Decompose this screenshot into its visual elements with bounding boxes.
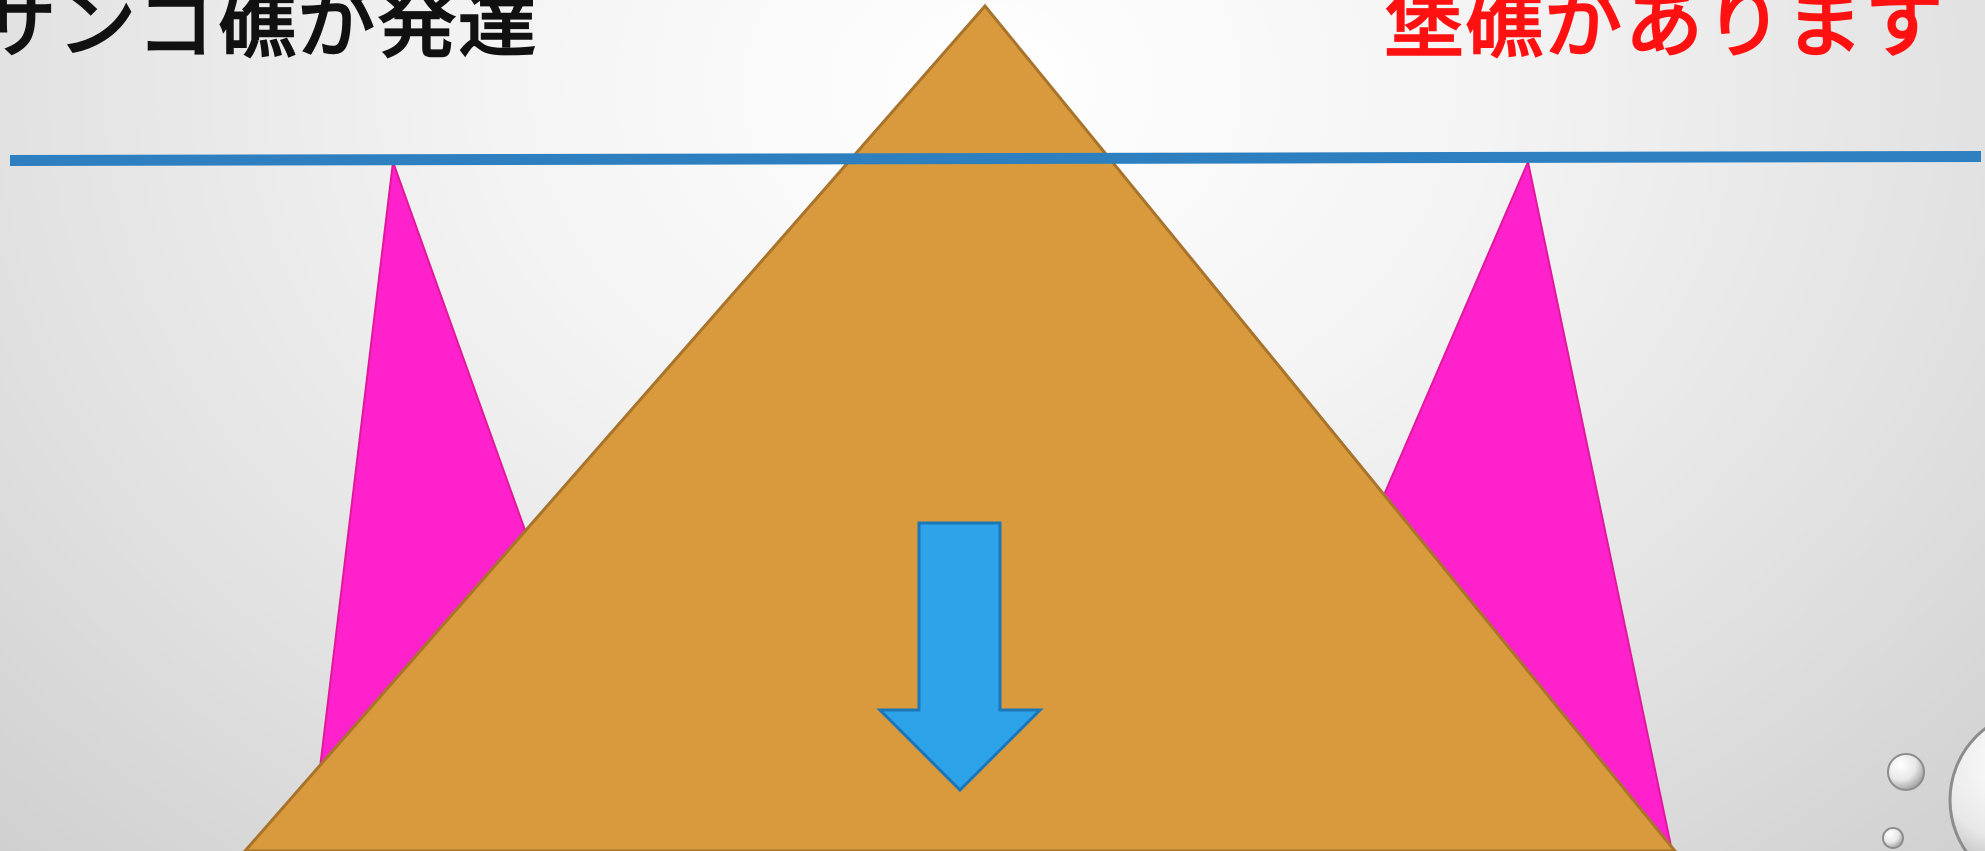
- heading-right: 堡礁があります: [1384, 0, 1945, 69]
- sea-level-line: [10, 151, 1981, 166]
- water-drop-tiny-icon: [1882, 827, 1904, 849]
- heading-left: サンゴ礁が発達: [0, 0, 539, 69]
- water-drop-large-icon: [1948, 726, 1985, 851]
- island-triangle: [243, 3, 1677, 851]
- water-drop-small-icon: [1887, 753, 1925, 791]
- down-arrow: [876, 521, 1044, 793]
